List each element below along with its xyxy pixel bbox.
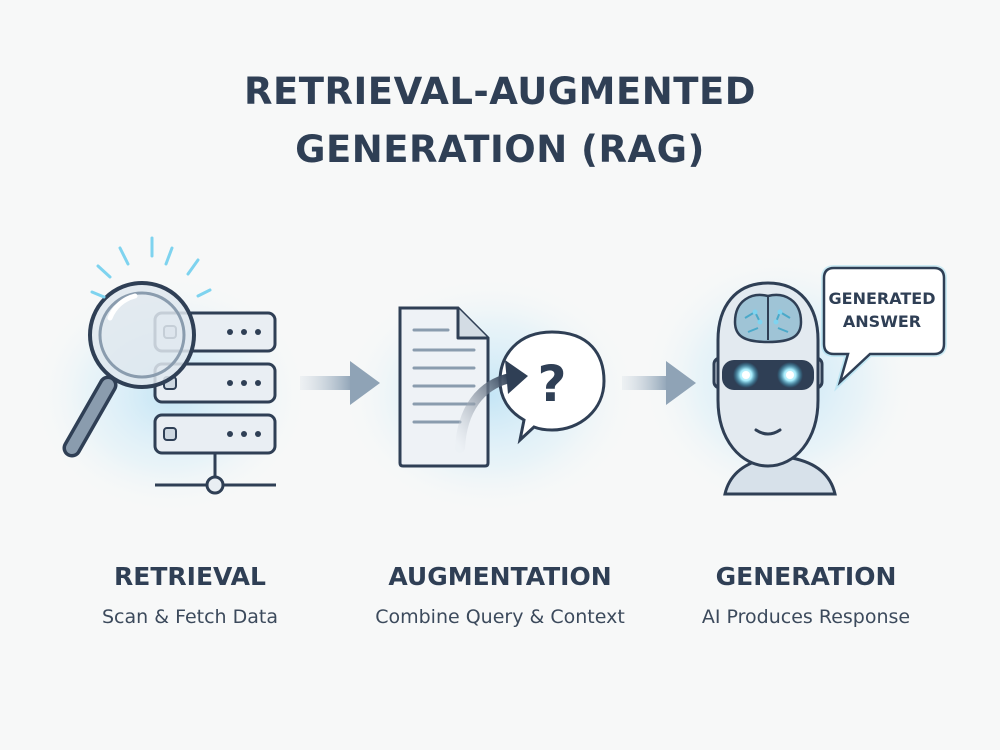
stage-label-augmentation: AUGMENTATION: [388, 562, 612, 591]
magnifier-database-icon: [62, 236, 277, 495]
generated-answer-line-1: GENERATED: [828, 289, 936, 308]
stage-subtitle-generation: AI Produces Response: [701, 606, 911, 628]
arrow-augmentation-to-generation: [622, 361, 696, 405]
stage-subtitle-augmentation: Combine Query & Context: [375, 606, 625, 628]
stage-subtitle-retrieval: Scan & Fetch Data: [101, 606, 278, 628]
diagram-title-line-1: RETRIEVAL-AUGMENTED: [244, 70, 756, 113]
generated-answer-line-2: ANSWER: [842, 312, 922, 331]
diagram-title-line-2: GENERATION (RAG): [295, 128, 705, 171]
ai-head-icon: [712, 281, 837, 496]
document-question-icon: ?: [398, 306, 606, 468]
svg-text:?: ?: [537, 355, 566, 413]
server-stack: [153, 311, 277, 455]
generated-answer-text: GENERATED ANSWER: [820, 287, 944, 333]
arrow-retrieval-to-augmentation: [300, 361, 380, 405]
stage-label-retrieval: RETRIEVAL: [114, 562, 266, 591]
generated-answer-bubble: [821, 265, 947, 392]
stage-label-generation: GENERATION: [715, 562, 897, 591]
